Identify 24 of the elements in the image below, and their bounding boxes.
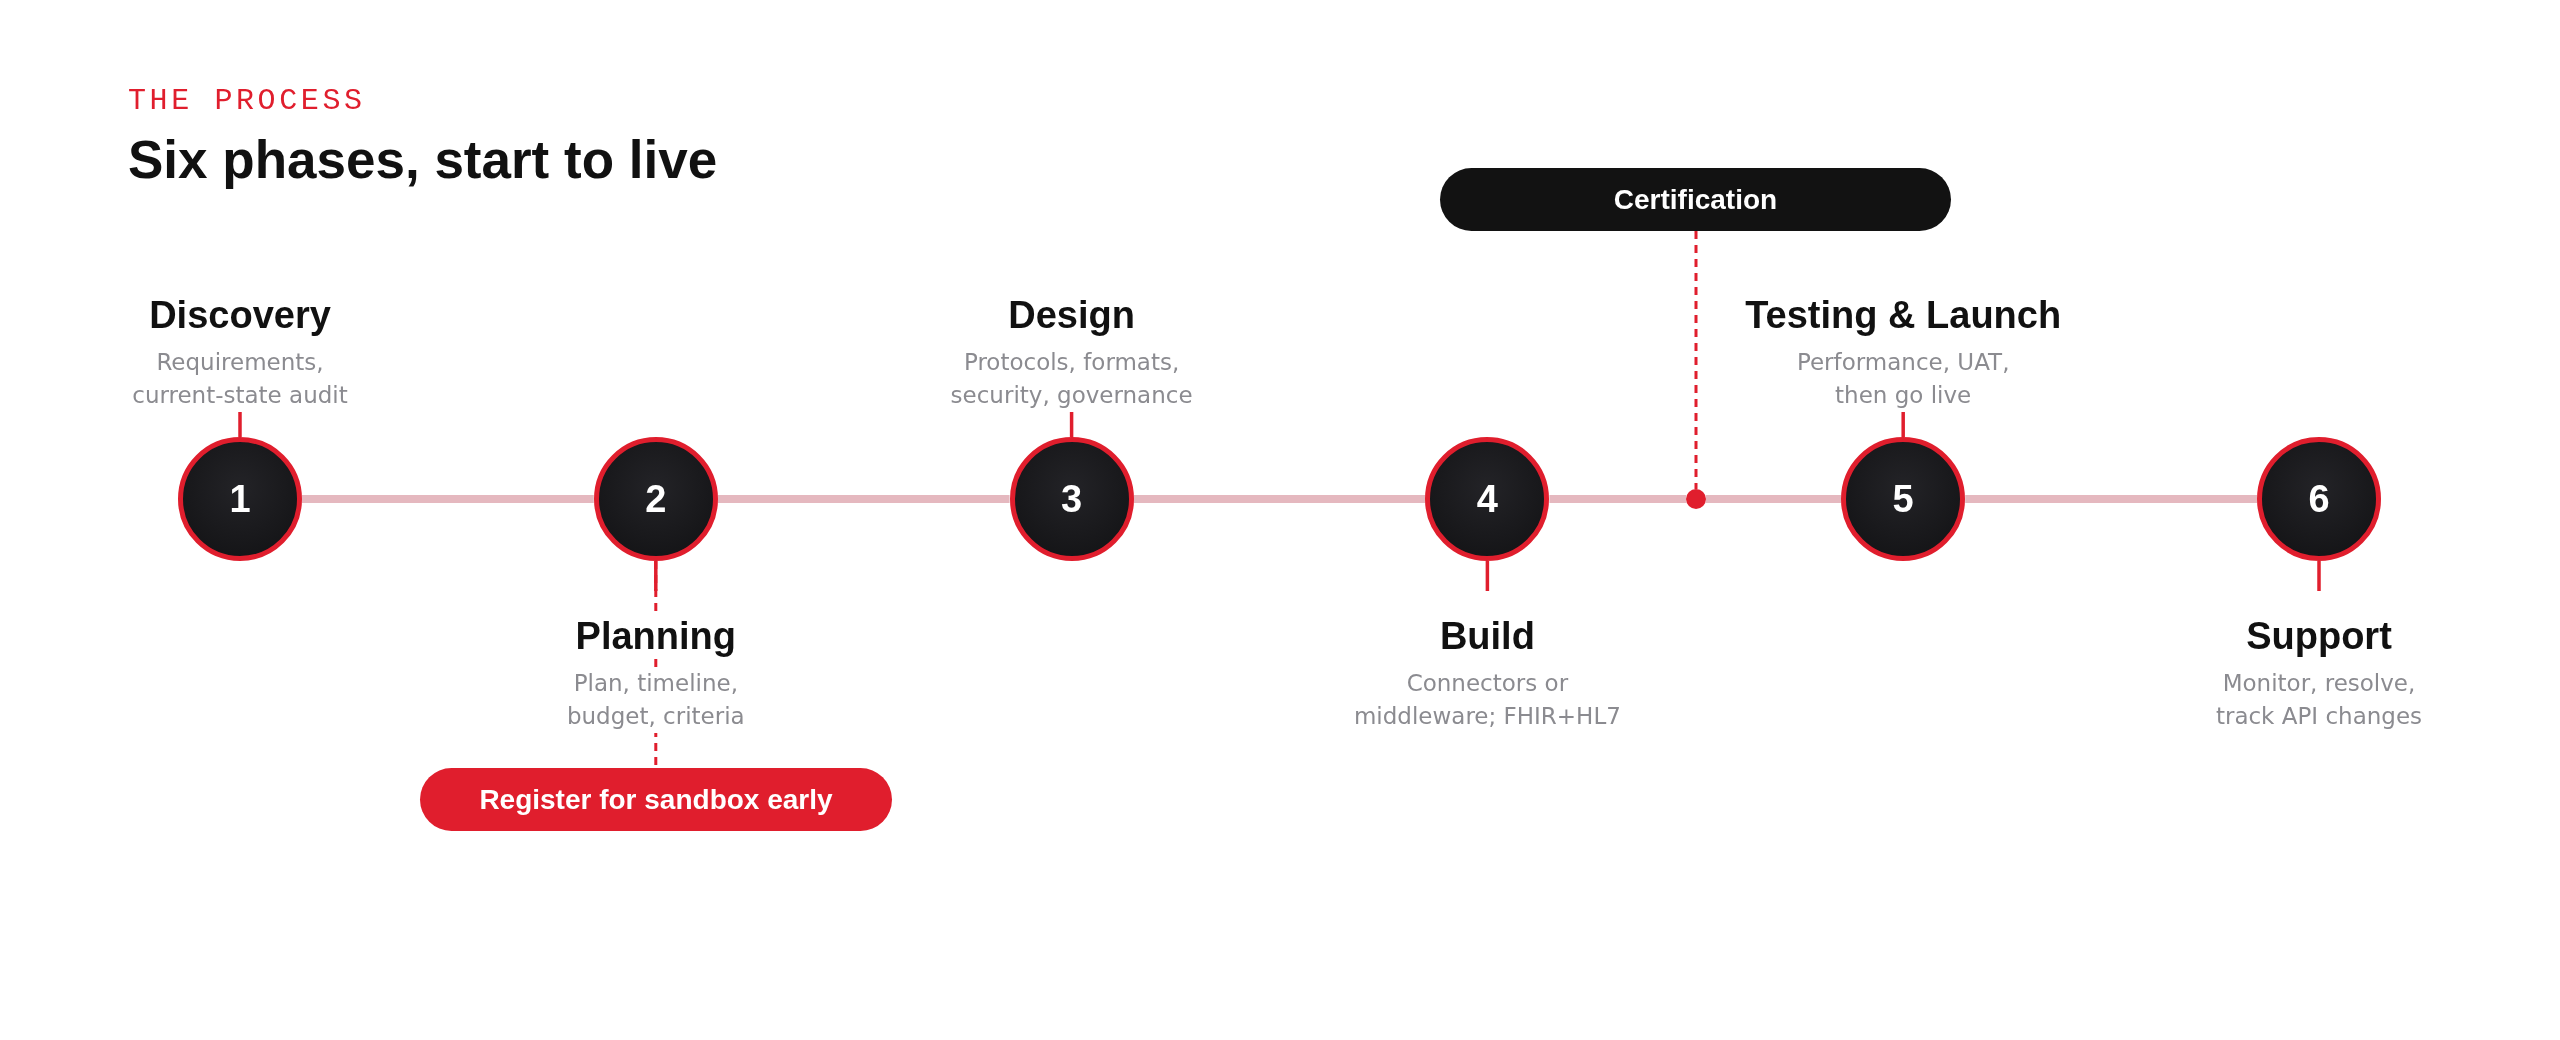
step-number: 4 — [1476, 480, 1498, 518]
connector-line — [2317, 561, 2321, 591]
timeline-segment — [1706, 495, 1842, 503]
timeline-segment — [1133, 495, 1426, 503]
connector-line — [1901, 412, 1905, 437]
connector-line — [654, 561, 658, 591]
step-number: 6 — [2308, 480, 2330, 518]
timeline-segment — [717, 495, 1010, 503]
connector-line — [238, 412, 242, 437]
callout-tag: Register for sandbox early — [420, 768, 892, 831]
step-number: 2 — [645, 480, 667, 518]
step-number: 1 — [229, 480, 251, 518]
dashed-leader-line — [1694, 231, 1698, 489]
milestone-dot — [1686, 489, 1706, 509]
timeline-segment — [1549, 495, 1686, 503]
callout-tag: Certification — [1440, 168, 1951, 231]
step-number: 5 — [1892, 480, 1914, 518]
eyebrow-label: THE PROCESS — [128, 86, 366, 116]
phase-title: Planning — [575, 615, 736, 657]
timeline-segment — [1965, 495, 2257, 503]
timeline-segment — [302, 495, 594, 503]
connector-line — [1485, 561, 1490, 591]
connector-line — [1069, 412, 1074, 437]
step-number: 3 — [1061, 480, 1083, 518]
